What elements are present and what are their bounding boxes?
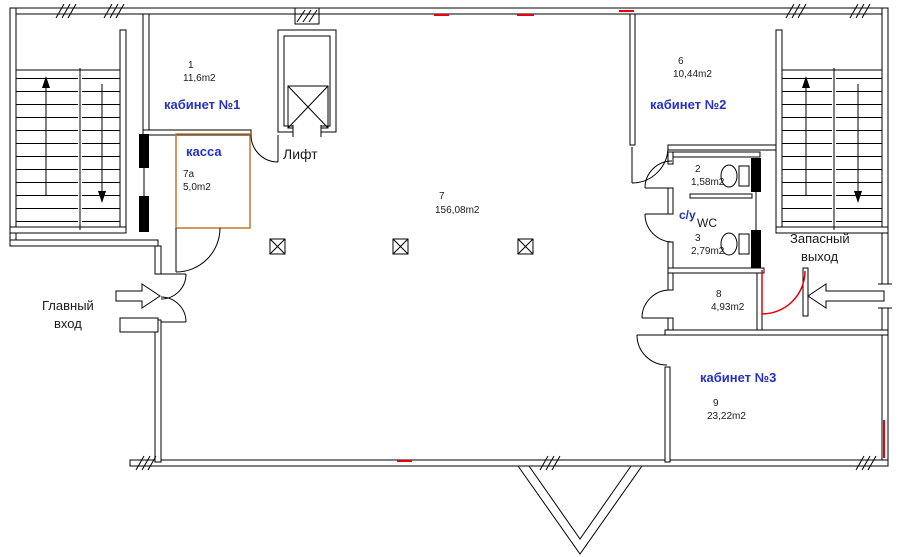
stair-down-arrowhead-icon <box>854 191 862 203</box>
main-entrance-double-door <box>160 273 187 323</box>
elevator <box>277 7 337 137</box>
elevator-shaft-outer <box>277 29 337 133</box>
wall-stair-left-bottom <box>9 226 127 234</box>
elevator-cab-cross-icon <box>287 85 329 129</box>
office3-name: кабинет №3 <box>700 370 776 385</box>
stairs-left <box>16 68 120 230</box>
office3-area: 23,22m2 <box>707 411 746 422</box>
wall-stair-right-left <box>775 29 783 234</box>
emergency-exit-arrow-icon <box>807 283 885 309</box>
wc3-door <box>644 213 673 243</box>
stair-treads <box>836 72 882 227</box>
wc2-number: 2 <box>695 164 701 175</box>
hall-area: 156,08m2 <box>435 205 480 216</box>
wall-hall-left-lower <box>154 319 162 463</box>
wc-fixtures <box>720 164 750 256</box>
wall-office2-left <box>629 13 636 146</box>
wall-wc-top <box>667 151 761 158</box>
stair-treads <box>82 72 120 227</box>
emergency-exit-label-line2: выход <box>801 249 839 264</box>
wc2-door <box>644 160 673 189</box>
kassa-room-outline <box>175 133 251 229</box>
poche-kassa-b <box>139 196 149 232</box>
wall-wc-left-a <box>667 151 674 165</box>
wall-top <box>9 7 889 15</box>
lift-label: Лифт <box>283 146 318 162</box>
wall-hall-left-upper <box>154 245 162 275</box>
room8-door <box>641 289 671 319</box>
main-entrance-label-line1: Главный <box>42 298 94 313</box>
doors <box>160 134 806 366</box>
column-icon <box>269 238 286 255</box>
wall-hatches <box>55 3 892 471</box>
office2-door <box>631 146 669 184</box>
poche-wc-a <box>751 158 761 192</box>
office3-number: 9 <box>713 398 719 409</box>
room8-number: 8 <box>716 289 722 300</box>
emergency-exit-label-line1: Запасный <box>790 231 850 246</box>
wc-label: WC <box>697 216 717 230</box>
stair-up-arrowhead-icon <box>42 76 50 88</box>
kassa-area: 5,0m2 <box>183 182 211 193</box>
wall-office1-bottom <box>142 129 252 136</box>
stair-up-arrowhead-icon <box>802 76 810 88</box>
kassa-number: 7а <box>183 169 195 180</box>
wall-wc-mid <box>689 193 753 199</box>
toilet-icon <box>720 232 750 256</box>
office2-number: 6 <box>678 56 684 67</box>
wall-vestibule-top <box>9 239 159 247</box>
stair-down-arrowhead-icon <box>98 191 106 203</box>
elevator-door-gap <box>293 125 321 137</box>
office1-area: 11,6m2 <box>183 73 216 84</box>
wall-exit-vestibule-right <box>802 267 809 317</box>
stair-treads <box>16 72 78 227</box>
wall-left <box>9 7 17 247</box>
room-labels: 1 11,6m2 кабинет №1 касса 7а 5,0m2 Лифт … <box>42 56 850 422</box>
wall-office1-left <box>142 13 150 135</box>
wc2-area: 1,58m2 <box>691 177 725 188</box>
stairs-right <box>782 68 882 230</box>
emergency-exit-door <box>761 270 806 315</box>
columns <box>269 238 534 255</box>
office3-door <box>636 334 668 366</box>
wall-office3-left <box>664 366 671 463</box>
main-entrance-arrow-icon <box>115 283 161 309</box>
main-entrance-label-line2: вход <box>54 316 82 331</box>
office2-name: кабинет №2 <box>650 97 726 112</box>
column-icon <box>392 238 409 255</box>
toilet-icon <box>720 164 750 188</box>
wc3-area: 2,79m2 <box>691 246 725 257</box>
office1-door <box>250 134 279 163</box>
su-label: с/у <box>679 208 696 222</box>
wall-office2-bottom <box>667 144 777 151</box>
solid-walls <box>139 134 761 268</box>
wall-stair-left-right <box>119 29 127 234</box>
office1-number: 1 <box>188 60 194 71</box>
wall-bottom <box>129 459 889 467</box>
stair-treads <box>782 72 832 227</box>
entrance-step <box>119 317 159 333</box>
hall-number: 7 <box>439 191 445 202</box>
office2-area: 10,44m2 <box>673 69 712 80</box>
kassa-name: касса <box>186 144 222 159</box>
entrance-porch <box>517 465 643 555</box>
poche-kassa-a <box>139 134 149 168</box>
wall-room8-left-a <box>667 272 674 291</box>
kassa-door <box>175 227 221 273</box>
wc3-number: 3 <box>695 233 701 244</box>
room8-area: 4,93m2 <box>711 302 745 313</box>
column-icon <box>517 238 534 255</box>
elevator-vent <box>294 7 320 25</box>
wall-wc-left-b <box>667 187 674 215</box>
office1-name: кабинет №1 <box>164 97 240 112</box>
poche-wc-b <box>751 230 761 268</box>
wall-wc-bottom <box>667 267 765 274</box>
wall-office3-top <box>664 329 889 336</box>
wall-right-upper <box>881 7 889 285</box>
red-marks <box>397 10 885 462</box>
